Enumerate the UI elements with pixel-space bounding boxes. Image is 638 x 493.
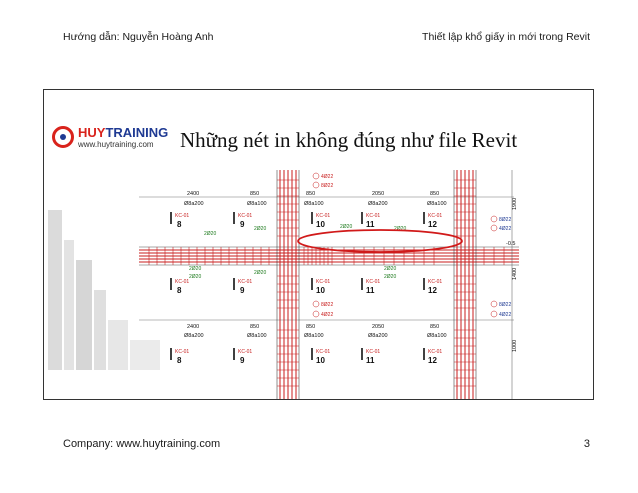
vertical-dim: 1000 bbox=[512, 340, 518, 352]
page-number: 3 bbox=[583, 438, 590, 450]
rebar-note: 2Ø20 bbox=[189, 274, 201, 280]
spacing-5: Ø8a100 bbox=[427, 201, 447, 207]
spacing-2: Ø8a100 bbox=[247, 201, 267, 207]
vertical-dim: 1900 bbox=[512, 198, 518, 210]
svg-text:KC-01: KC-01 bbox=[238, 349, 252, 355]
rebar-note: 2Ø20 bbox=[189, 266, 201, 272]
section-number: 11 bbox=[366, 356, 375, 365]
spacing-b-5: Ø8a100 bbox=[427, 333, 447, 339]
rebar-tag: 4Ø22 bbox=[321, 174, 333, 180]
rebar-note: 2Ø20 bbox=[384, 266, 396, 272]
svg-text:KC-01: KC-01 bbox=[428, 213, 442, 219]
section-number: 8 bbox=[177, 356, 182, 365]
dim-2: 850 bbox=[250, 191, 259, 197]
rebar-tag: 4Ø22 bbox=[499, 312, 511, 318]
slide-frame: 2400 850 850 2050 850 Ø8a200 Ø8a100 Ø8a1… bbox=[43, 89, 594, 400]
spacing-b-2: Ø8a100 bbox=[247, 333, 267, 339]
section-number: 10 bbox=[316, 220, 325, 229]
column-right bbox=[456, 170, 474, 399]
section-number: 8 bbox=[177, 220, 182, 229]
dim-b-5: 850 bbox=[430, 324, 439, 330]
svg-text:KC-01: KC-01 bbox=[238, 213, 252, 219]
svg-text:KC-01: KC-01 bbox=[428, 279, 442, 285]
svg-text:KC-01: KC-01 bbox=[316, 349, 330, 355]
section-number: 8 bbox=[177, 286, 182, 295]
rebar-tag: 4Ø22 bbox=[321, 312, 333, 318]
dim-4: 2050 bbox=[372, 191, 384, 197]
revit-drawing: 2400 850 850 2050 850 Ø8a200 Ø8a100 Ø8a1… bbox=[48, 170, 519, 399]
svg-text:KC-01: KC-01 bbox=[175, 279, 189, 285]
rebar-tag: 8Ø22 bbox=[321, 183, 333, 189]
svg-text:KC-01: KC-01 bbox=[316, 213, 330, 219]
section-row-mid: KC-01 8 KC-01 9 KC-01 10 KC-01 11 KC-01 … bbox=[175, 279, 442, 295]
dim-b-1: 2400 bbox=[187, 324, 199, 330]
highlight-ellipse bbox=[297, 229, 463, 253]
city-background bbox=[48, 210, 160, 370]
dim-b-3: 850 bbox=[306, 324, 315, 330]
svg-text:KC-01: KC-01 bbox=[238, 279, 252, 285]
section-number: 12 bbox=[428, 356, 437, 365]
spacing-b-1: Ø8a200 bbox=[184, 333, 204, 339]
svg-text:KC-01: KC-01 bbox=[316, 279, 330, 285]
svg-text:KC-01: KC-01 bbox=[428, 349, 442, 355]
footer-company: Company: www.huytraining.com bbox=[63, 438, 221, 450]
header-author: Hướng dẫn: Nguyễn Hoàng Anh bbox=[63, 31, 214, 43]
dim-1: 2400 bbox=[187, 191, 199, 197]
svg-text:KC-01: KC-01 bbox=[175, 213, 189, 219]
section-number: 12 bbox=[428, 220, 437, 229]
vertical-dim: 1400 bbox=[512, 268, 518, 280]
section-number: 10 bbox=[316, 286, 325, 295]
spacing-3: Ø8a100 bbox=[304, 201, 324, 207]
section-number: 12 bbox=[428, 286, 437, 295]
section-row-top: KC-01 8 KC-01 9 KC-01 10 KC-01 11 KC-01 … bbox=[175, 213, 442, 229]
svg-text:KC-01: KC-01 bbox=[366, 349, 380, 355]
dim-b-2: 850 bbox=[250, 324, 259, 330]
level-label: -0.5 bbox=[506, 241, 515, 247]
dim-5: 850 bbox=[430, 191, 439, 197]
rebar-tag: 8Ø22 bbox=[321, 302, 333, 308]
spacing-b-4: Ø8a200 bbox=[368, 333, 388, 339]
dim-b-4: 2050 bbox=[372, 324, 384, 330]
svg-text:KC-01: KC-01 bbox=[175, 349, 189, 355]
column-left bbox=[279, 170, 297, 399]
section-number: 9 bbox=[240, 356, 245, 365]
rebar-note: 2Ø20 bbox=[254, 226, 266, 232]
spacing-b-3: Ø8a100 bbox=[304, 333, 324, 339]
horizontal-beam bbox=[139, 249, 519, 263]
rebar-note: 2Ø20 bbox=[340, 224, 352, 230]
rebar-tag: 8Ø22 bbox=[499, 302, 511, 308]
rebar-note: 2Ø20 bbox=[394, 226, 406, 232]
section-number: 10 bbox=[316, 356, 325, 365]
dim-3: 850 bbox=[306, 191, 315, 197]
logo-name: HUYTRAINING bbox=[78, 125, 169, 140]
section-row-bottom: KC-01 8 KC-01 9 KC-01 10 KC-01 11 KC-01 … bbox=[175, 349, 442, 365]
spacing-1: Ø8a200 bbox=[184, 201, 204, 207]
section-number: 9 bbox=[240, 220, 245, 229]
section-number: 11 bbox=[366, 220, 375, 229]
svg-text:KC-01: KC-01 bbox=[366, 279, 380, 285]
logo-url: www.huytraining.com bbox=[78, 140, 154, 149]
rebar-note: 2Ø20 bbox=[204, 231, 216, 237]
rebar-tag: 4Ø22 bbox=[499, 226, 511, 232]
huytraining-logo: HUYTRAINING www.huytraining.com bbox=[52, 124, 168, 152]
section-number: 11 bbox=[366, 286, 375, 295]
section-number: 9 bbox=[240, 286, 245, 295]
header-topic: Thiết lập khổ giấy in mới trong Revit bbox=[422, 31, 590, 43]
spacing-4: Ø8a200 bbox=[368, 201, 388, 207]
svg-text:KC-01: KC-01 bbox=[366, 213, 380, 219]
slide-title: Những nét in không đúng như file Revit bbox=[180, 128, 518, 152]
rebar-tag: 8Ø22 bbox=[499, 217, 511, 223]
logo-mark-icon bbox=[52, 126, 74, 148]
rebar-note: 2Ø20 bbox=[254, 270, 266, 276]
rebar-note: 2Ø20 bbox=[384, 274, 396, 280]
